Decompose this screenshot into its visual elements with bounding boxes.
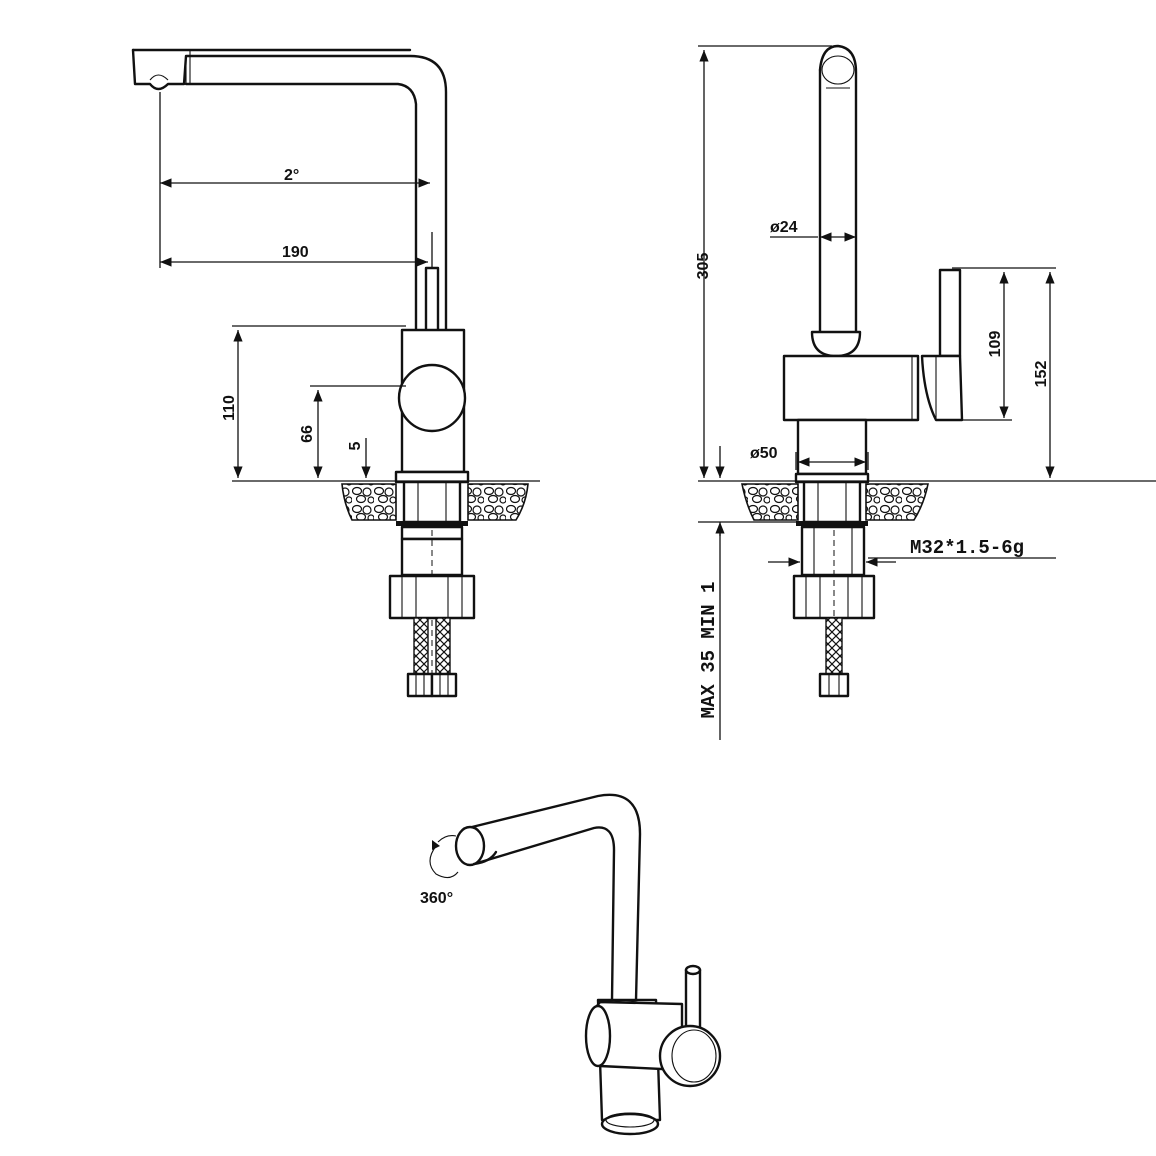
dim-dia-24-label: ø24	[770, 219, 798, 236]
dim-height-5-label: 5	[347, 441, 364, 450]
dim-thread-label: M32*1.5-6g	[910, 537, 1024, 559]
side-view: 305 ø24 109 152 ø50 M32*1.5	[695, 44, 1156, 740]
rotation-label: 360°	[420, 890, 453, 907]
dim-height-152-label: 152	[1033, 361, 1050, 388]
front-view: 2° 190 110 66 5	[131, 48, 540, 700]
dim-height-66-label: 66	[299, 425, 316, 443]
dim-reach-190-label: 190	[282, 244, 309, 261]
dim-dia-50-label: ø50	[750, 445, 778, 462]
perspective-view: 360°	[420, 793, 722, 1136]
dim-deck-thickness-label: MAX 35 MIN 1	[698, 582, 720, 719]
dim-reach-2-label: 2°	[284, 167, 299, 184]
dim-height-109-label: 109	[987, 331, 1004, 358]
dim-height-110-label: 110	[221, 395, 238, 421]
dim-height-305-label: 305	[695, 253, 712, 280]
